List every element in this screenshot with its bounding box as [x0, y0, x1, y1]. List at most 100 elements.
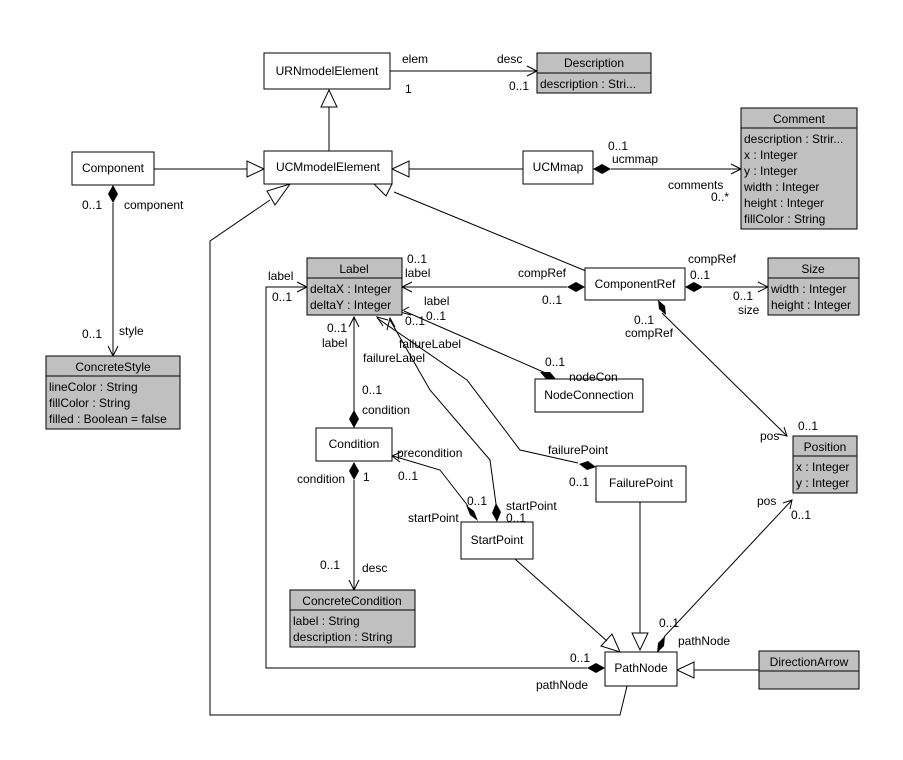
multiplicity-label: 0..1: [542, 293, 562, 307]
class-box: Size width : Integer height : Integer: [767, 257, 860, 316]
class-box: UCMmap: [522, 150, 594, 185]
class-attr: width : Integer: [743, 180, 819, 194]
multiplicity-label: 0..1: [570, 651, 590, 665]
class-box: Description description : Stri...: [536, 52, 652, 94]
multiplicity-label: 0..1: [569, 475, 589, 489]
class-name: Label: [339, 262, 368, 276]
role-label: label: [424, 294, 449, 308]
class-box: FailurePoint: [595, 465, 687, 503]
diamond-compref-size: [685, 282, 703, 292]
class-name: NodeConnection: [544, 388, 633, 402]
diamond-start-label: [492, 503, 501, 522]
class-attr: x : Integer: [796, 460, 849, 474]
class-box: ConcreteStyle lineColor : String fillCol…: [45, 355, 181, 430]
multiplicity-label: 0..1: [327, 321, 347, 335]
class-attr: description : Strir...: [744, 132, 843, 146]
gen-triangle-ucmmap: [390, 160, 410, 178]
gen-triangle-pathnode: [266, 183, 292, 206]
diamond-pathnode-position: [657, 636, 665, 653]
role-label: comments: [668, 178, 723, 192]
diamond-pathnode-label: [587, 663, 605, 673]
role-label: label: [322, 336, 347, 350]
multiplicity-label: 0..1: [733, 289, 753, 303]
multiplicity-label: 0..1: [690, 268, 710, 282]
class-attr: label : String: [293, 614, 360, 628]
class-name: ConcreteCondition: [302, 594, 401, 608]
class-box: UCMmodelElement: [263, 150, 393, 185]
role-label: label: [405, 266, 430, 280]
multiplicity-label: 0..1: [82, 198, 102, 212]
multiplicity-label: 0..1: [791, 508, 811, 522]
arrowhead-label-condition: [348, 315, 360, 328]
arrowhead-label-start: [386, 316, 396, 331]
class-name: Position: [804, 440, 847, 454]
role-label: style: [119, 324, 144, 338]
role-label: pos: [757, 494, 776, 508]
multiplicity-label: 0..1: [659, 616, 679, 630]
multiplicity-label: 0..1: [398, 469, 418, 483]
class-box: Component: [71, 151, 155, 186]
role-label: pathNode: [536, 678, 588, 692]
class-name: PathNode: [614, 661, 668, 675]
class-box: Label deltaX : Integer deltaY : Integer: [306, 257, 403, 316]
role-label: startPoint: [506, 499, 557, 513]
multiplicity-label: 0..*: [711, 190, 729, 204]
class-box: StartPoint: [460, 521, 534, 560]
multiplicity-label: 0..1: [467, 494, 487, 508]
diamond-failure: [579, 461, 596, 470]
class-attr: deltaY : Integer: [310, 298, 391, 312]
class-attr: filled : Boolean = false: [49, 412, 167, 426]
assoc-failure-label: [376, 317, 579, 464]
role-label: desc: [362, 561, 387, 575]
arrowhead-label-failure: [375, 316, 389, 327]
role-label: failurePoint: [548, 443, 609, 457]
class-attr: height : Integer: [744, 196, 824, 210]
arrowhead-position-compref: [777, 426, 788, 437]
class-name: FailurePoint: [609, 476, 674, 490]
diamond-compref-position: [658, 300, 666, 315]
assoc-compref-position: [661, 312, 788, 437]
role-label: compRef: [625, 326, 674, 340]
multiplicity-label: 0..1: [506, 511, 526, 525]
gen-start-pathnode: [514, 558, 608, 642]
class-name: Size: [801, 262, 825, 276]
gen-triangle-component: [246, 160, 266, 178]
diamond-nodecon: [540, 372, 556, 379]
role-label: pos: [760, 429, 779, 443]
role-label: compRef: [688, 252, 737, 266]
class-box: Comment description : Strir... x : Integ…: [740, 107, 858, 230]
multiplicity-label: 0..1: [426, 309, 446, 323]
role-label: failureLabel: [363, 351, 425, 365]
class-attr: description : String: [293, 630, 392, 644]
role-label: nodeCon: [569, 370, 618, 384]
multiplicity-label: 0..1: [272, 290, 292, 304]
class-name: ComponentRef: [595, 277, 676, 291]
diamond-compref-label: [567, 282, 585, 292]
class-attr: fillColor : String: [49, 396, 130, 410]
class-attr: description : Stri...: [540, 77, 636, 91]
role-label: startPoint: [408, 511, 459, 525]
multiplicity-label: 0..1: [82, 327, 102, 341]
class-box: PathNode: [604, 651, 678, 687]
assoc-nodecon-label: [403, 310, 549, 375]
class-name: DirectionArrow: [770, 655, 849, 669]
class-box: ConcreteCondition label : String descrip…: [289, 589, 416, 648]
class-box: Condition: [315, 427, 393, 462]
role-label: elem: [402, 52, 428, 66]
class-name: Description: [564, 56, 624, 70]
class-box: DirectionArrow: [758, 650, 860, 690]
class-attr: width : Integer: [770, 282, 846, 296]
assoc-start-condition: [392, 455, 469, 507]
class-box: Position x : Integer y : Integer: [792, 435, 858, 494]
diamond-ucmmap: [593, 164, 611, 174]
diamond-condition-ccond: [349, 462, 359, 480]
gen-triangle-compref: [372, 183, 393, 197]
class-name: Condition: [329, 437, 380, 451]
multiplicity-label: 0..1: [608, 139, 628, 153]
assoc-pathnode-position: [663, 499, 793, 638]
assoc-pathnode-label: [265, 286, 587, 669]
gen-triangle-failure: [631, 632, 649, 652]
class-box: URNmodelElement: [263, 52, 391, 90]
class-name: Comment: [773, 112, 826, 126]
class-box: ComponentRef: [584, 267, 686, 301]
